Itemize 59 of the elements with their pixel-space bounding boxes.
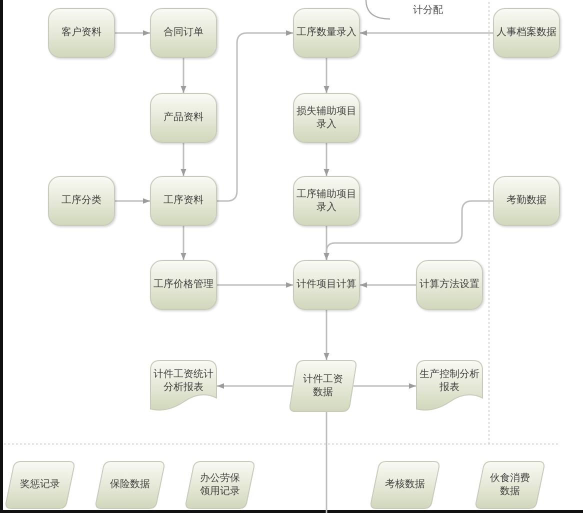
process-box [493,176,560,226]
arrow [217,30,293,202]
node-label: 工序分类 [60,194,102,208]
node-label: 人事档案数据 [496,26,558,40]
data-shape [185,461,255,509]
node-label: 计算方法设置 [418,278,480,292]
data-shape [289,360,357,412]
data-shape [370,461,440,509]
arrow [360,282,416,288]
data-shape [475,461,545,509]
node-label: 考勤数据 [506,194,548,208]
arrow [180,226,186,260]
process-box [493,8,560,58]
process-box [293,260,360,310]
arrow [324,200,493,260]
connector-line [326,412,328,513]
note-text: 计分配 [413,5,443,17]
node-label: 保险数据 [109,478,151,492]
process-box [150,93,217,143]
process-box [48,176,115,226]
node-label: 工序辅助项目录入 [296,188,358,214]
node-label: 计件工资数据 [302,372,344,400]
arrow [180,58,186,93]
arrow [115,30,150,36]
node-label: 伙食消费数据 [489,472,531,498]
process-box [293,8,360,58]
node-label: 合同订单 [162,26,204,40]
process-box [48,8,115,58]
process-box [416,260,483,310]
node-label: 计件工资统计分析报表 [152,368,214,394]
node-label: 生产控制分析报表 [418,368,480,394]
document-shape [150,360,217,412]
arrow [354,383,416,389]
node-label: 产品资料 [162,111,204,125]
arrow [324,58,330,93]
node-label: 损失辅助项目录入 [296,104,358,132]
node-label: 考核数据 [384,478,426,492]
process-box [293,176,360,226]
arrow [324,310,330,360]
data-shape [5,461,75,509]
node-label: 工序价格管理 [152,278,214,292]
data-shape [95,461,165,509]
process-box [150,176,217,226]
node-label: 计件项目计算 [296,278,358,292]
node-label: 奖惩记录 [19,478,61,492]
arrow [217,282,293,288]
process-box [150,8,217,58]
arrow [360,30,493,36]
node-label: 办公劳保领用记录 [199,472,241,498]
process-box [150,260,217,310]
arrow [217,383,292,389]
arrow [324,143,330,176]
node-label: 工序资料 [162,194,204,208]
process-box [293,93,360,143]
arrow [180,143,186,176]
document-shape [416,360,483,412]
node-label: 工序数量录入 [296,26,358,40]
arrow [115,198,150,204]
node-label: 客户资料 [60,26,102,40]
